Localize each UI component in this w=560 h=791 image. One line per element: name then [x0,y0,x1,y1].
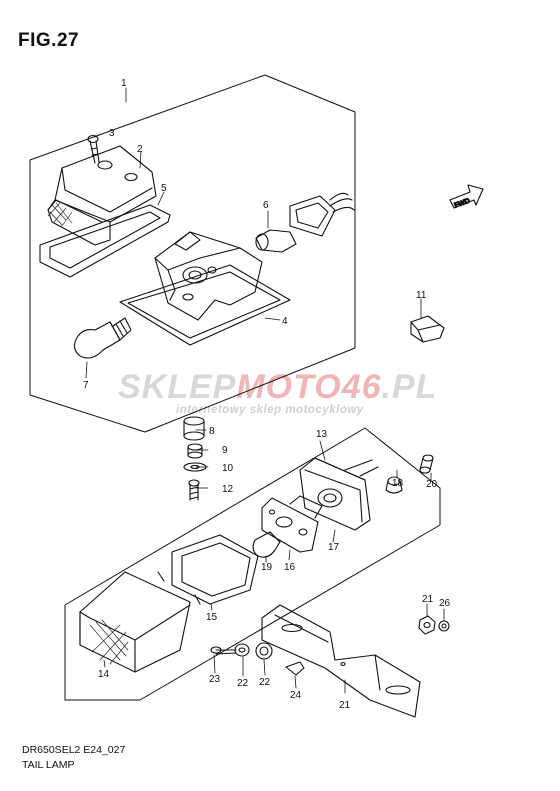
lamp-unit-part-17 [299,457,379,531]
spacer-part-20 [419,454,434,474]
callout-3: 3 [109,128,115,139]
bulb-part-19 [252,531,281,558]
callout-22-lower: 22 [237,678,249,689]
callout-23: 22 [259,677,271,688]
callout-19: 19 [261,562,273,573]
callout-7: 7 [83,380,89,391]
callout-21: 21 [339,700,351,711]
upper-assembly-boundary [29,74,356,433]
callout-10: 10 [222,463,234,474]
callout-6: 6 [263,200,269,211]
callout-4: 4 [282,316,288,327]
lens-part-14 [79,571,201,673]
bolt-part-24 [210,646,237,655]
callout-26: 26 [439,598,451,609]
callout-25: 24 [290,690,302,701]
callout-9: 9 [222,445,228,456]
fwd-arrow-icon [449,184,484,209]
leader-lines [85,87,445,694]
gasket-part-5 [39,204,171,278]
callout-labels: 1 3 2 5 6 4 7 11 8 9 10 12 13 18 20 17 1… [83,78,451,711]
callout-1: 1 [121,78,127,89]
callout-13: 13 [316,429,328,440]
bracket-plate-part-16 [261,495,323,553]
watermark-brand-accent: MOTO46 [236,368,382,406]
lower-assembly-boundary [64,427,441,701]
washer-part-22-lower [234,643,250,657]
callout-14: 14 [98,669,110,680]
callout-12: 12 [222,484,234,495]
bracket-part-11 [410,315,445,343]
bulb-part-7 [73,317,132,359]
gasket-part-15 [171,534,259,605]
figure-title: FIG.27 [18,30,80,51]
watermark-logo: SKLEPMOTO46.PL [118,368,437,407]
callout-17: 17 [328,542,340,553]
callout-2: 2 [137,144,143,155]
callout-24: 23 [209,674,221,685]
bulb-socket-part-6 [255,192,355,253]
callout-22-upper: 21 [422,594,434,605]
figure-name: TAIL LAMP [22,759,75,771]
figure-code: DR650SEL2 E24_027 [22,744,126,756]
screw-part-3 [87,134,100,164]
watermark-brand-suffix: .PL [381,368,438,406]
lens-cover-part-2 [47,145,157,246]
callout-8: 8 [209,426,215,437]
license-bracket-part-21 [261,604,421,718]
cap-part-26 [438,620,450,632]
callout-16: 16 [284,562,296,573]
nut-part-22-upper [418,615,436,635]
callout-18: 18 [392,478,404,489]
callout-20: 20 [426,479,438,490]
lamp-housing-part-4 [119,231,291,346]
callout-11: 11 [416,290,427,301]
pointer-part-25 [285,661,305,676]
callout-5: 5 [161,183,167,194]
rubber-part-23 [255,642,273,660]
callout-15: 15 [206,612,218,623]
bolt-part-12 [188,479,200,501]
watermark-brand-prefix: SKLEP [118,368,237,406]
watermark-tagline: internetowy sklep motocyklowy [176,404,364,416]
plug-part-18 [385,476,403,494]
collar-part-9 [187,443,203,459]
grommet-part-8 [183,416,205,441]
